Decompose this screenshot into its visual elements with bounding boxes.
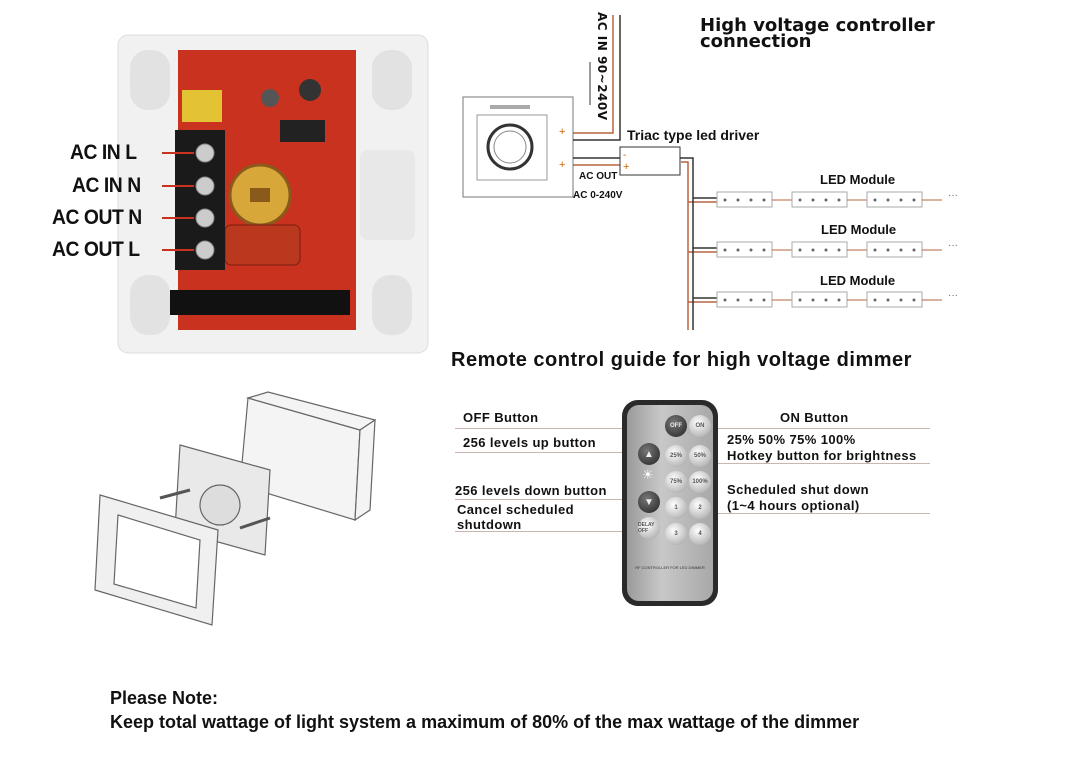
hotkey-label-2: Hotkey button for brightness [727,448,917,463]
led-dot [837,298,841,302]
led-dot [736,198,740,202]
scene-1-button[interactable]: 1 [665,497,687,519]
led-dot [873,198,877,202]
scene-3-button[interactable]: 3 [665,523,687,545]
ac-out-range-label: AC 0-240V [573,190,623,201]
led-dot [811,198,815,202]
label-ac-in-l: AC IN L [70,141,137,164]
led-dot [762,298,766,302]
led-dot [873,248,877,252]
off-button[interactable]: OFF [665,415,687,437]
led-dot [723,198,727,202]
sun-icon: ☀ [642,467,654,482]
ellipsis: ··· [948,290,958,301]
note-heading: Please Note: [110,688,219,708]
led-module-label: LED Module [820,172,896,187]
cancel-label-1: Cancel scheduled [457,502,574,517]
svg-text:+: + [623,161,629,173]
on-button[interactable]: ON [689,415,711,437]
led-dot [912,248,916,252]
led-module-label: LED Module [820,273,896,288]
hotkey-25-button[interactable]: 25% [665,445,687,467]
levels-up-label: 256 levels up button [463,435,596,450]
on-button-label: ON Button [780,410,849,425]
led-dot [837,198,841,202]
hotkey-75-button[interactable]: 75% [665,471,687,493]
led-dot [736,298,740,302]
triangle-down-icon: ▼ [644,496,654,508]
scene-4-button[interactable]: 4 [689,523,711,545]
led-module-label: LED Module [821,222,897,237]
note-text: Keep total wattage of light system a max… [110,712,860,732]
ac-out-label: AC OUT [579,171,618,182]
led-dot [811,298,815,302]
led-dot [736,248,740,252]
led-dot [824,198,828,202]
led-dot [899,198,903,202]
ac-in-label: AC IN 90~240V [595,12,609,121]
label-ac-in-n: AC IN N [72,174,141,197]
led-dot [824,248,828,252]
cancel-label-2: shutdown [457,517,522,532]
wiring-title-2: connection [700,31,812,52]
scheduled-label-2: (1~4 hours optional) [727,498,860,513]
ellipsis: ··· [948,190,958,201]
led-dot [873,298,877,302]
delay-off-button[interactable]: DELAY OFF [638,517,660,539]
led-dot [762,248,766,252]
led-dot [811,248,815,252]
led-dot [798,298,802,302]
wiring-title-1: High voltage controller [700,15,935,36]
hotkey-50-button[interactable]: 50% [689,445,711,467]
led-dot [749,298,753,302]
triangle-up-icon: ▲ [644,448,654,460]
led-dot [723,248,727,252]
led-dot [749,198,753,202]
svg-text:-: - [623,150,626,161]
driver-label: Triac type led driver [627,127,760,143]
brightness-up-button[interactable]: ▲ [638,443,660,465]
label-ac-out-n: AC OUT N [52,206,142,229]
levels-down-label: 256 levels down button [455,483,607,498]
svg-text:+: + [559,159,565,171]
led-dot [837,248,841,252]
led-dot [886,248,890,252]
led-dot [798,198,802,202]
led-dot [723,298,727,302]
led-dot [899,298,903,302]
remote-guide-heading: Remote control guide for high voltage di… [451,349,912,371]
remote-caption: RF CONTROLLER FOR LED DIMMER [635,565,705,570]
dimmer-pcb-photo [117,34,429,354]
rf-remote: OFF ON ▲ ☀ ▼ DELAY OFF 25% 50% 75% 100% … [622,400,718,606]
hotkey-100-button[interactable]: 100% [689,471,711,493]
label-ac-out-l: AC OUT L [52,238,140,261]
ellipsis: ··· [948,240,958,251]
exploded-assembly-drawing [94,391,377,626]
svg-text:+: + [559,126,565,138]
led-dot [749,248,753,252]
scene-2-button[interactable]: 2 [689,497,711,519]
scheduled-label-1: Scheduled shut down [727,482,869,497]
brightness-down-button[interactable]: ▼ [638,491,660,513]
off-button-label: OFF Button [463,410,539,425]
wiring-diagram: - + + + [462,15,942,330]
led-dot [886,298,890,302]
led-dot [912,198,916,202]
hotkey-label-1: 25% 50% 75% 100% [727,432,856,447]
led-dot [824,298,828,302]
led-strings [716,191,942,308]
led-dot [912,298,916,302]
led-dot [798,248,802,252]
led-dot [762,198,766,202]
led-dot [886,198,890,202]
led-dot [899,248,903,252]
